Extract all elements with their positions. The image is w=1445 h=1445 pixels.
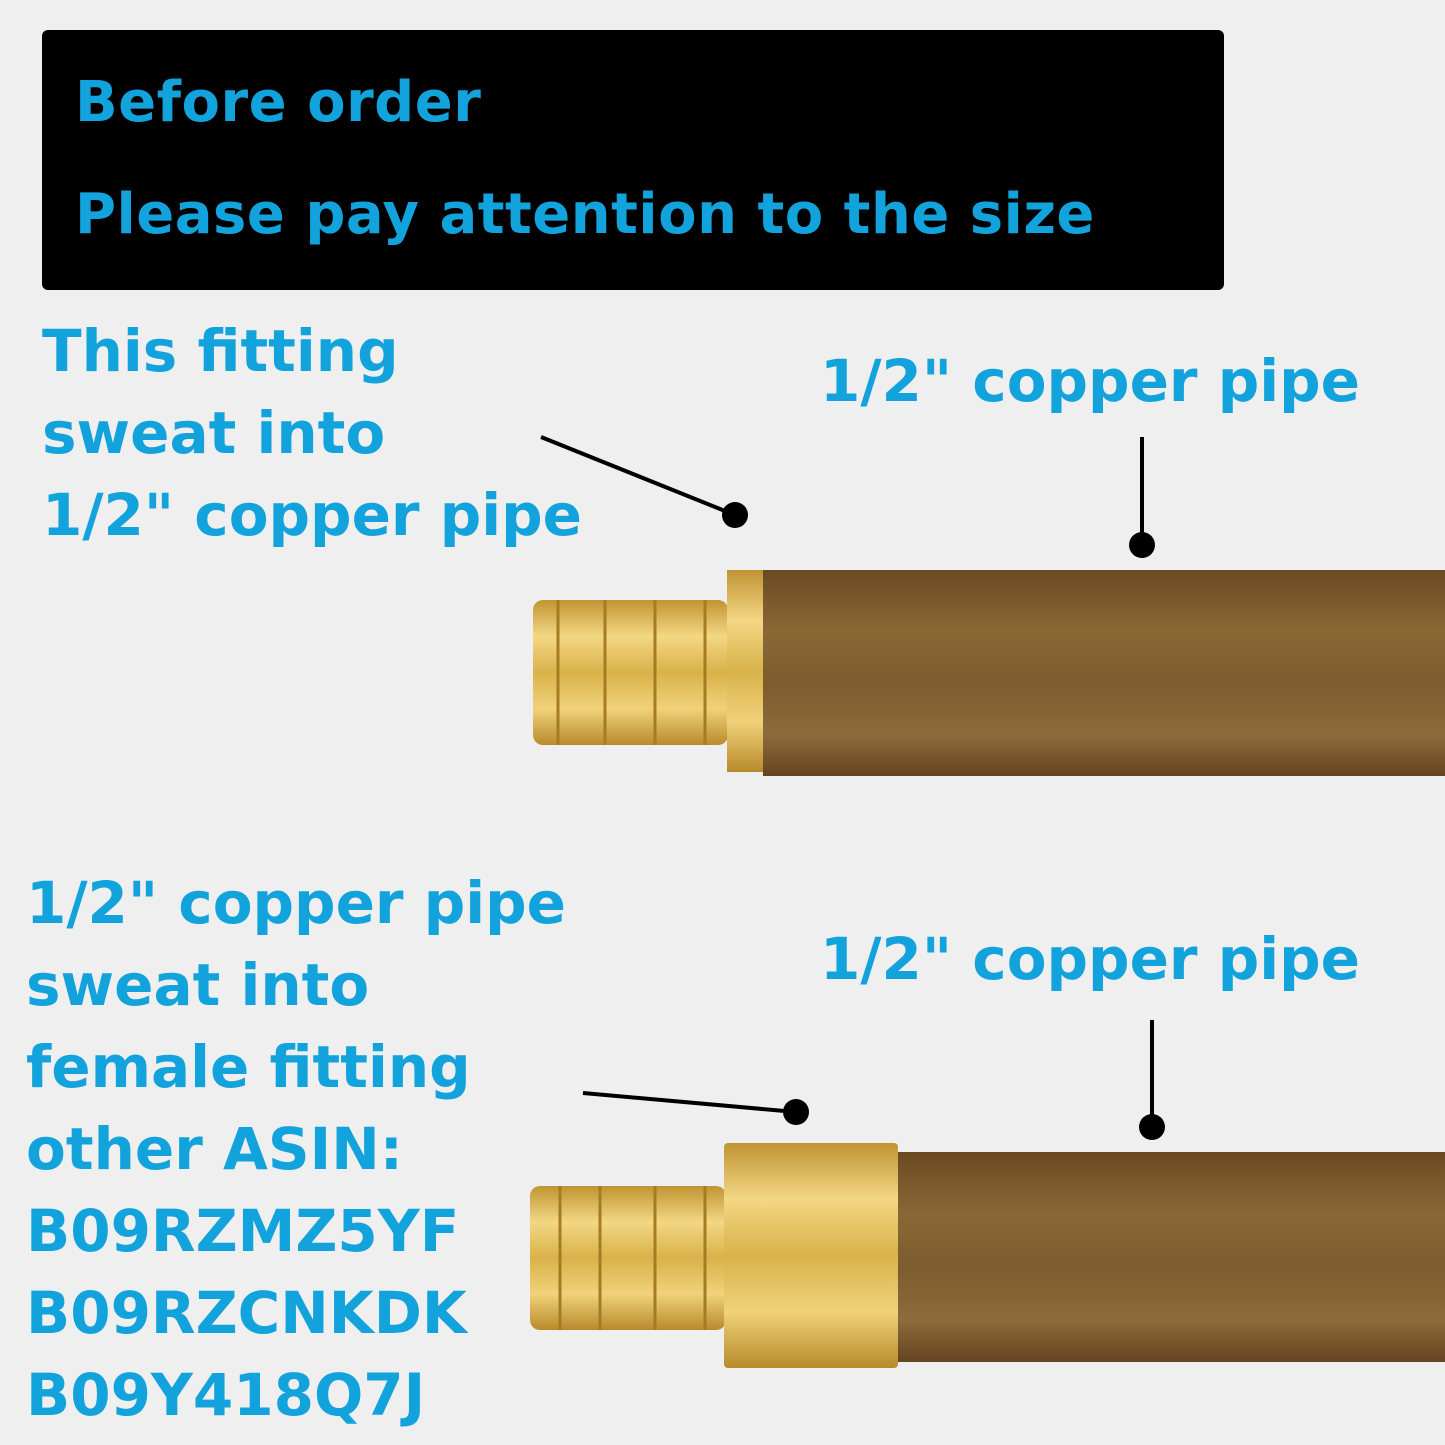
- label-line: 1/2" copper pipe: [26, 869, 566, 937]
- notice-banner: Before order Please pay attention to the…: [42, 30, 1224, 290]
- label-line: This fitting: [42, 317, 399, 385]
- banner-subtitle: Please pay attention to the size: [75, 182, 1095, 247]
- copper-pipe: [763, 570, 1445, 776]
- bottom-pipe-label: 1/2" copper pipe: [820, 925, 1360, 993]
- brass-barb: [533, 600, 728, 745]
- bottom-pipe-assembly: [530, 1020, 1445, 1368]
- label-line: sweat into: [42, 399, 386, 467]
- top-pipe-label: 1/2" copper pipe: [820, 347, 1360, 415]
- brass-socket: [724, 1143, 898, 1368]
- label-line: other ASIN:: [26, 1115, 403, 1183]
- brass-barb: [530, 1186, 726, 1330]
- asin-code: B09Y418Q7J: [26, 1361, 426, 1429]
- label-line: 1/2" copper pipe: [42, 481, 582, 549]
- barb-ridges: [558, 1186, 707, 1330]
- barb-ridges: [556, 600, 707, 745]
- bottom-fitting-label: 1/2" copper pipe sweat into female fitti…: [26, 862, 566, 1436]
- asin-code: B09RZMZ5YF: [26, 1197, 460, 1265]
- asin-code: B09RZCNKDK: [26, 1279, 467, 1347]
- label-line: female fitting: [26, 1033, 471, 1101]
- top-fitting-label: This fitting sweat into 1/2" copper pipe: [42, 310, 582, 556]
- copper-pipe: [898, 1152, 1445, 1362]
- banner-title: Before order: [75, 70, 482, 135]
- label-line: sweat into: [26, 951, 370, 1019]
- top-pipe-assembly: [533, 435, 1445, 776]
- brass-flange: [727, 570, 763, 772]
